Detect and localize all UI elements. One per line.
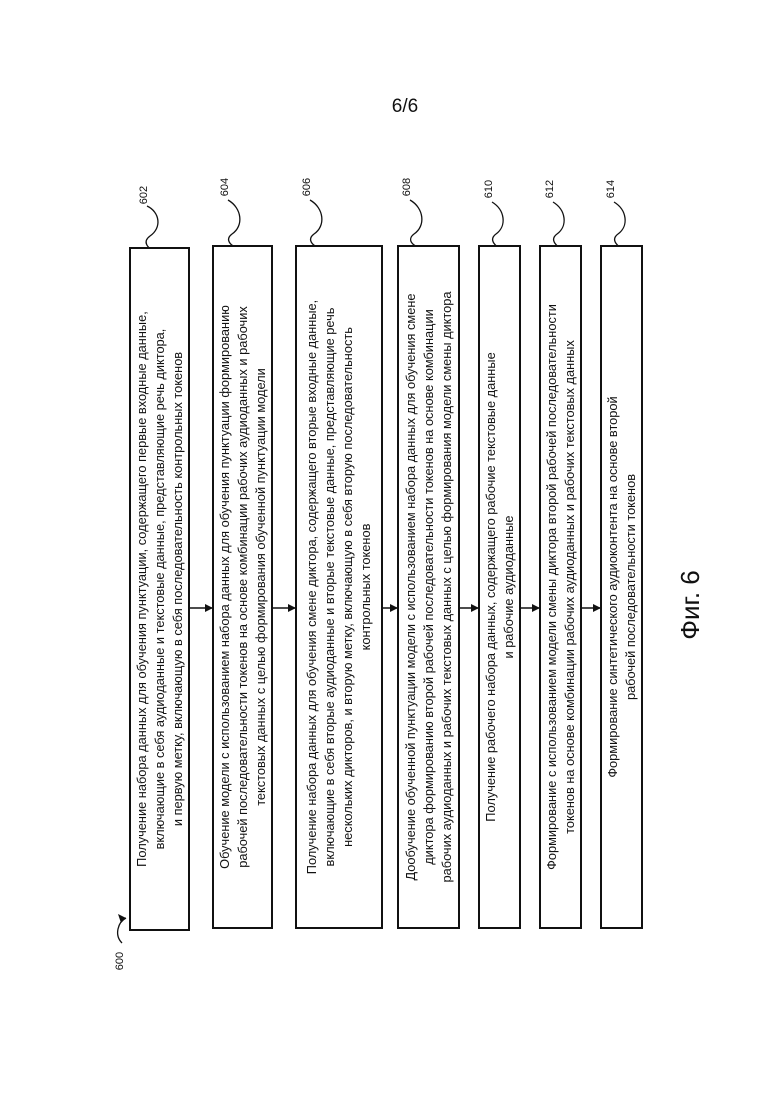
leader-line <box>553 202 564 249</box>
step-text: Получение набора данных для обучения сме… <box>293 262 385 912</box>
step-box-606: Получение набора данных для обучения сме… <box>295 245 383 929</box>
step-ref-612: 612 <box>543 169 557 209</box>
step-box-604: Обучение модели с использованием набора … <box>212 245 273 929</box>
step-box-608: Дообучение обученной пунктуации модели с… <box>397 245 460 929</box>
figure-ref-arrowhead <box>118 914 126 923</box>
step-ref-614: 614 <box>604 169 618 209</box>
step-ref-602: 602 <box>137 175 151 215</box>
leader-line <box>614 202 625 249</box>
leader-line <box>410 200 422 247</box>
step-ref-606: 606 <box>300 167 314 207</box>
step-box-602: Получение набора данных для обучения пун… <box>129 247 190 931</box>
step-ref-608: 608 <box>400 167 414 207</box>
step-text: Обучение модели с использованием набора … <box>197 262 289 912</box>
step-ref-610: 610 <box>482 169 496 209</box>
step-text: Получение набора данных для обучения пун… <box>114 264 206 914</box>
leader-line <box>492 202 503 249</box>
step-ref-604: 604 <box>218 167 232 207</box>
leader-line <box>310 200 322 248</box>
figure-ref: 600 <box>113 941 127 981</box>
step-box-614: Формирование синтетического аудиоконтент… <box>600 245 643 929</box>
step-text: Формирование синтетического аудиоконтент… <box>576 262 668 912</box>
figure-caption: Фиг. 6 <box>670 535 710 675</box>
leader-line <box>228 200 240 248</box>
